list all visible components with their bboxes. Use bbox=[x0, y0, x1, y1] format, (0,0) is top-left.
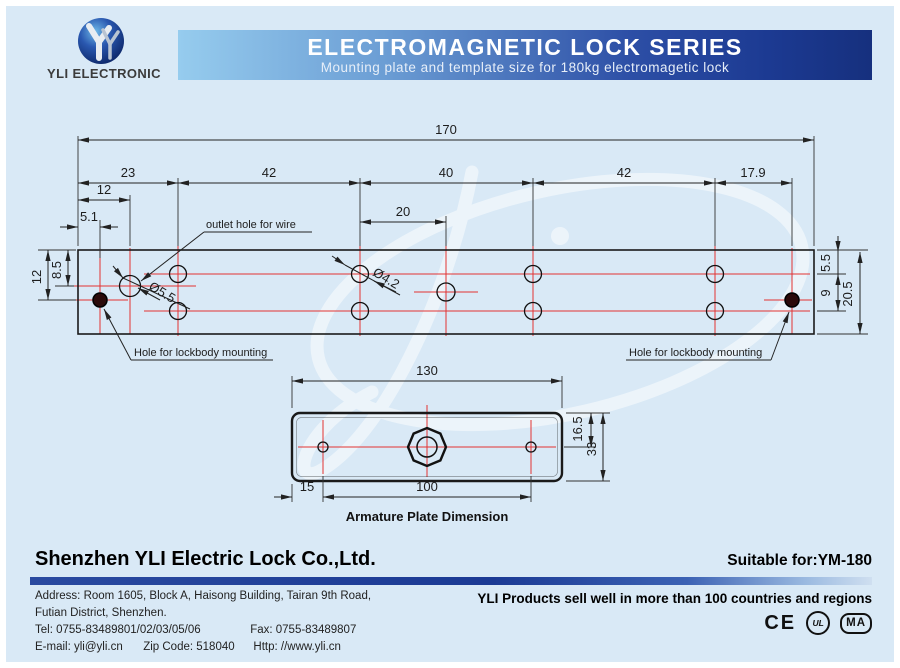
fax: Fax: 0755-83489807 bbox=[250, 624, 357, 636]
dim-100: 100 bbox=[416, 479, 438, 494]
armature-bevel bbox=[296, 417, 558, 477]
ce-mark-icon: CE bbox=[764, 611, 797, 634]
dim-8-5: 8.5 bbox=[49, 261, 64, 279]
dim-16-5: 16.5 bbox=[570, 416, 585, 441]
dim-130: 130 bbox=[416, 363, 438, 378]
lockbody-mounting-holes bbox=[92, 292, 800, 308]
sales-slogan: YLI Products sell well in more than 100 … bbox=[477, 591, 872, 606]
page-title: ELECTROMAGNETIC LOCK SERIES bbox=[307, 33, 743, 60]
dim-5-5: 5.5 bbox=[818, 254, 833, 272]
dim-5-1: 5.1 bbox=[80, 209, 98, 224]
dim-12-left: 12 bbox=[29, 270, 44, 284]
lockbody-hole-label-right: Hole for lockbody mounting bbox=[629, 347, 762, 359]
address-line2: Futian District, Shenzhen. bbox=[35, 607, 167, 619]
footer-divider-bar bbox=[30, 577, 872, 585]
dim-33: 33 bbox=[584, 442, 599, 456]
lockbody-hole-label-left: Hole for lockbody mounting bbox=[134, 347, 267, 359]
yli-watermark bbox=[297, 165, 810, 481]
address-line1: Address: Room 1605, Block A, Haisong Bui… bbox=[35, 590, 372, 602]
brand-text: YLI ELECTRONIC bbox=[47, 66, 161, 81]
dim-170: 170 bbox=[435, 122, 457, 137]
dim-42b: 42 bbox=[617, 165, 631, 180]
armature-caption: Armature Plate Dimension bbox=[346, 509, 509, 524]
contact-line1: Tel: 0755-83489801/02/03/05/06 Fax: 0755… bbox=[35, 623, 356, 638]
armature-outline bbox=[290, 411, 564, 483]
armature-holes bbox=[317, 426, 537, 468]
page-subtitle: Mounting plate and template size for 180… bbox=[320, 59, 730, 75]
armature-dimension-texts: 130 15 100 16.5 33 Armature Plate Dimens… bbox=[300, 363, 599, 524]
email: E-mail: yli@yli.cn bbox=[35, 641, 123, 653]
tel: Tel: 0755-83489801/02/03/05/06 bbox=[35, 624, 201, 636]
dim-12-top: 12 bbox=[97, 182, 111, 197]
plate-outline bbox=[77, 249, 815, 335]
yli-logo bbox=[78, 18, 124, 64]
company-name: Shenzhen YLI Electric Lock Co.,Ltd. bbox=[35, 548, 376, 570]
annotation-texts: outlet hole for wire Hole for lockbody m… bbox=[134, 219, 762, 359]
leader-lines bbox=[103, 231, 790, 361]
centerlines-red bbox=[62, 246, 812, 336]
dim-17-9: 17.9 bbox=[740, 165, 765, 180]
cma-mark-icon: MA bbox=[840, 612, 872, 634]
dim-40: 40 bbox=[439, 165, 453, 180]
outlet-hole-label: outlet hole for wire bbox=[206, 219, 296, 231]
center-nut-octagon bbox=[406, 426, 448, 468]
dim-9: 9 bbox=[818, 289, 833, 296]
dimension-lines bbox=[45, 137, 863, 334]
suitable-for-model: Suitable for:YM-180 bbox=[727, 552, 872, 569]
mounting-plate-view: 170 23 42 40 42 17.9 12 20 5.1 8.5 12 5.… bbox=[29, 122, 868, 361]
dim-20-5: 20.5 bbox=[840, 281, 855, 306]
contact-line2: E-mail: yli@yli.cn Zip Code: 518040 Http… bbox=[35, 640, 341, 655]
ul-mark-icon: UL bbox=[806, 611, 831, 635]
website: Http: //www.yli.cn bbox=[253, 641, 341, 653]
center-hole bbox=[436, 282, 456, 302]
dim-23: 23 bbox=[121, 165, 135, 180]
logo-y-glyphs bbox=[86, 23, 120, 61]
dimension-texts: 170 23 42 40 42 17.9 12 20 5.1 8.5 12 5.… bbox=[29, 122, 855, 307]
certification-marks: CE UL MA bbox=[764, 611, 872, 635]
zip-code: Zip Code: 518040 bbox=[143, 641, 235, 653]
header-banner: ELECTROMAGNETIC LOCK SERIES Mounting pla… bbox=[178, 30, 872, 80]
dim-15: 15 bbox=[300, 479, 314, 494]
dim-20: 20 bbox=[396, 204, 410, 219]
armature-dimension-lines bbox=[274, 378, 606, 500]
dim-42a: 42 bbox=[262, 165, 276, 180]
armature-plate-view: 130 15 100 16.5 33 Armature Plate Dimens… bbox=[274, 363, 610, 524]
